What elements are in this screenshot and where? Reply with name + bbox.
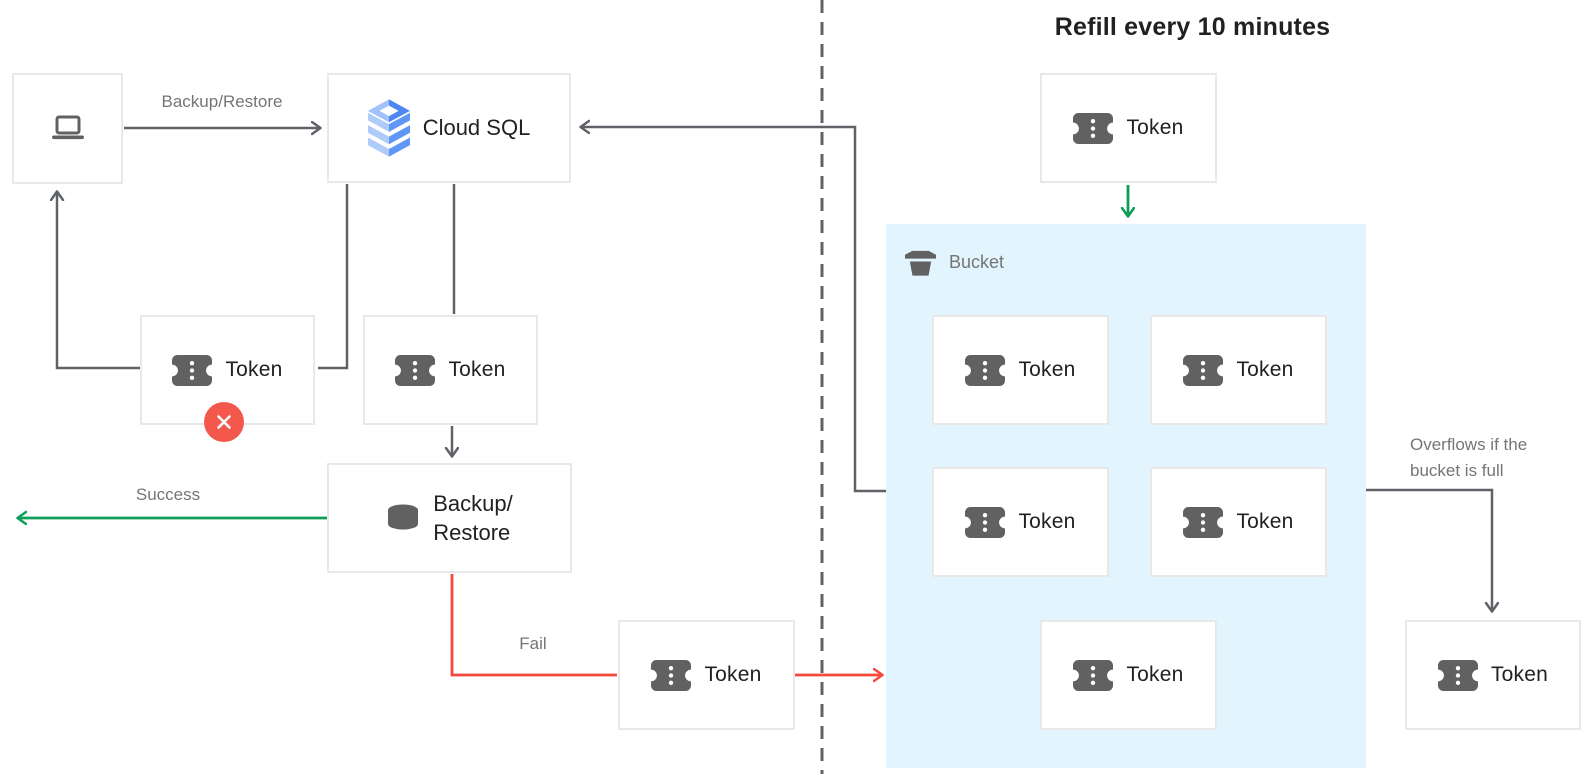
denied-badge (204, 402, 244, 442)
token-ticket-icon (1437, 659, 1478, 691)
edge-fail (450, 574, 617, 677)
x-circle-icon (217, 415, 231, 429)
token-label: Token (1126, 116, 1184, 139)
token-ticket-icon (1073, 112, 1114, 144)
cloud-sql-label: Cloud SQL (422, 115, 531, 140)
token-ticket-icon (1183, 354, 1224, 386)
token-ticket-icon (1183, 506, 1224, 538)
token-node-bucket-3: Token (932, 467, 1109, 577)
token-ticket-icon (1073, 659, 1114, 691)
edge-token-to-client (57, 192, 140, 370)
token-node-overflow: Token (1405, 620, 1581, 730)
token-node-request: Token (363, 315, 538, 425)
database-icon (388, 504, 419, 530)
token-label: Token (1236, 510, 1294, 533)
token-node-bucket-4: Token (1150, 467, 1327, 577)
edge-bucket-to-cloudsql (581, 127, 886, 493)
token-node-bucket-1: Token (932, 315, 1109, 425)
edge-label-success: Success (135, 485, 201, 504)
backup-line2: Restore (433, 520, 511, 545)
refill-title: Refill every 10 minutes (1054, 13, 1331, 41)
token-ticket-icon (965, 354, 1006, 386)
edge-label-overflow: Overflows if the bucket is full (1410, 435, 1528, 481)
token-label: Token (1490, 663, 1549, 686)
token-node-bucket-2: Token (1150, 315, 1327, 425)
bucket-label: Bucket (949, 251, 1005, 272)
token-label: Token (1018, 510, 1076, 533)
client-node (12, 73, 123, 184)
laptop-icon (51, 115, 84, 140)
edge-label-backup-restore: Backup/Restore (161, 92, 283, 111)
bucket-caption: Bucket (905, 247, 1004, 277)
token-ticket-icon (651, 659, 692, 691)
bucket-icon (905, 250, 936, 276)
token-node-fail: Token (618, 620, 795, 730)
token-label: Token (704, 663, 762, 686)
cloud-sql-stack-icon (367, 99, 410, 157)
token-label: Token (1126, 663, 1184, 686)
backup-line1: Backup/ (433, 490, 513, 516)
edge-cloudsql-to-denied-token (318, 184, 349, 370)
token-ticket-icon (172, 354, 213, 386)
token-label: Token (1236, 358, 1294, 381)
token-node-refill: Token (1040, 73, 1217, 183)
token-node-bucket-5: Token (1040, 620, 1217, 730)
backup-restore-node: Backup/ Restore (327, 463, 572, 573)
backup-restore-label: Backup/ Restore (433, 489, 513, 547)
token-ticket-icon (965, 506, 1006, 538)
cloud-sql-node: Cloud SQL (327, 73, 571, 183)
edge-bucket-overflow (1366, 488, 1492, 611)
token-label: Token (1018, 358, 1076, 381)
token-label: Token (225, 358, 283, 381)
token-label: Token (448, 358, 506, 381)
edge-label-fail: Fail (519, 634, 547, 653)
token-ticket-icon (395, 354, 436, 386)
